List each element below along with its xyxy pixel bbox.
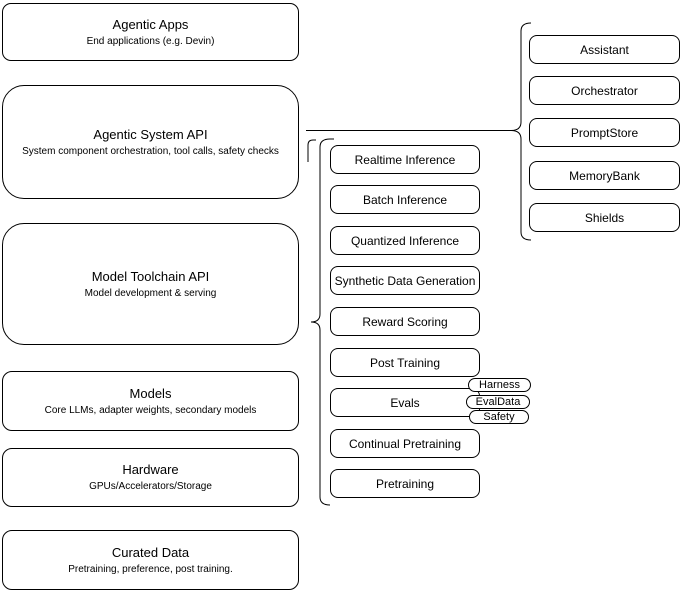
box-model-toolchain-api: Model Toolchain API Model development & … (2, 223, 299, 345)
box-title: Model Toolchain API (91, 268, 210, 284)
box-agentic-system-api: Agentic System API System component orch… (2, 85, 299, 199)
tag-evaldata: EvalData (466, 395, 530, 409)
service-reward-scoring: Reward Scoring (330, 307, 480, 336)
box-subtitle: Pretraining, preference, post training. (68, 563, 233, 575)
service-batch-inference: Batch Inference (330, 185, 480, 214)
tag-safety: Safety (469, 410, 529, 424)
box-title: Curated Data (111, 544, 190, 560)
box-title: Hardware (122, 462, 179, 477)
box-subtitle: Model development & serving (84, 287, 217, 299)
component-assistant: Assistant (529, 35, 680, 64)
service-synthetic-data-generation: Synthetic Data Generation (330, 266, 480, 295)
service-evals: Evals (330, 388, 480, 417)
component-shields: Shields (529, 203, 680, 232)
box-agentic-apps: Agentic Apps End applications (e.g. Devi… (2, 3, 299, 61)
service-quantized-inference: Quantized Inference (330, 226, 480, 255)
box-hardware: Hardware GPUs/Accelerators/Storage (2, 448, 299, 507)
box-title: Models (129, 385, 172, 401)
box-title: Agentic System API (93, 126, 208, 142)
box-subtitle: Core LLMs, adapter weights, secondary mo… (44, 404, 257, 416)
tag-harness: Harness (468, 378, 531, 392)
box-subtitle: GPUs/Accelerators/Storage (89, 481, 212, 492)
box-subtitle: End applications (e.g. Devin) (86, 35, 215, 47)
component-promptstore: PromptStore (529, 118, 680, 147)
box-curated-data: Curated Data Pretraining, preference, po… (2, 530, 299, 590)
service-realtime-inference: Realtime Inference (330, 145, 480, 174)
service-post-training: Post Training (330, 348, 480, 377)
right-column-brace (510, 22, 532, 241)
service-continual-pretraining: Continual Pretraining (330, 429, 480, 458)
toolchain-connector-elbow (307, 139, 316, 162)
component-orchestrator: Orchestrator (529, 76, 680, 105)
box-subtitle: System component orchestration, tool cal… (22, 145, 279, 157)
box-models: Models Core LLMs, adapter weights, secon… (2, 371, 299, 431)
service-pretraining: Pretraining (330, 469, 480, 498)
component-memorybank: MemoryBank (529, 161, 680, 190)
box-title: Agentic Apps (112, 16, 189, 32)
